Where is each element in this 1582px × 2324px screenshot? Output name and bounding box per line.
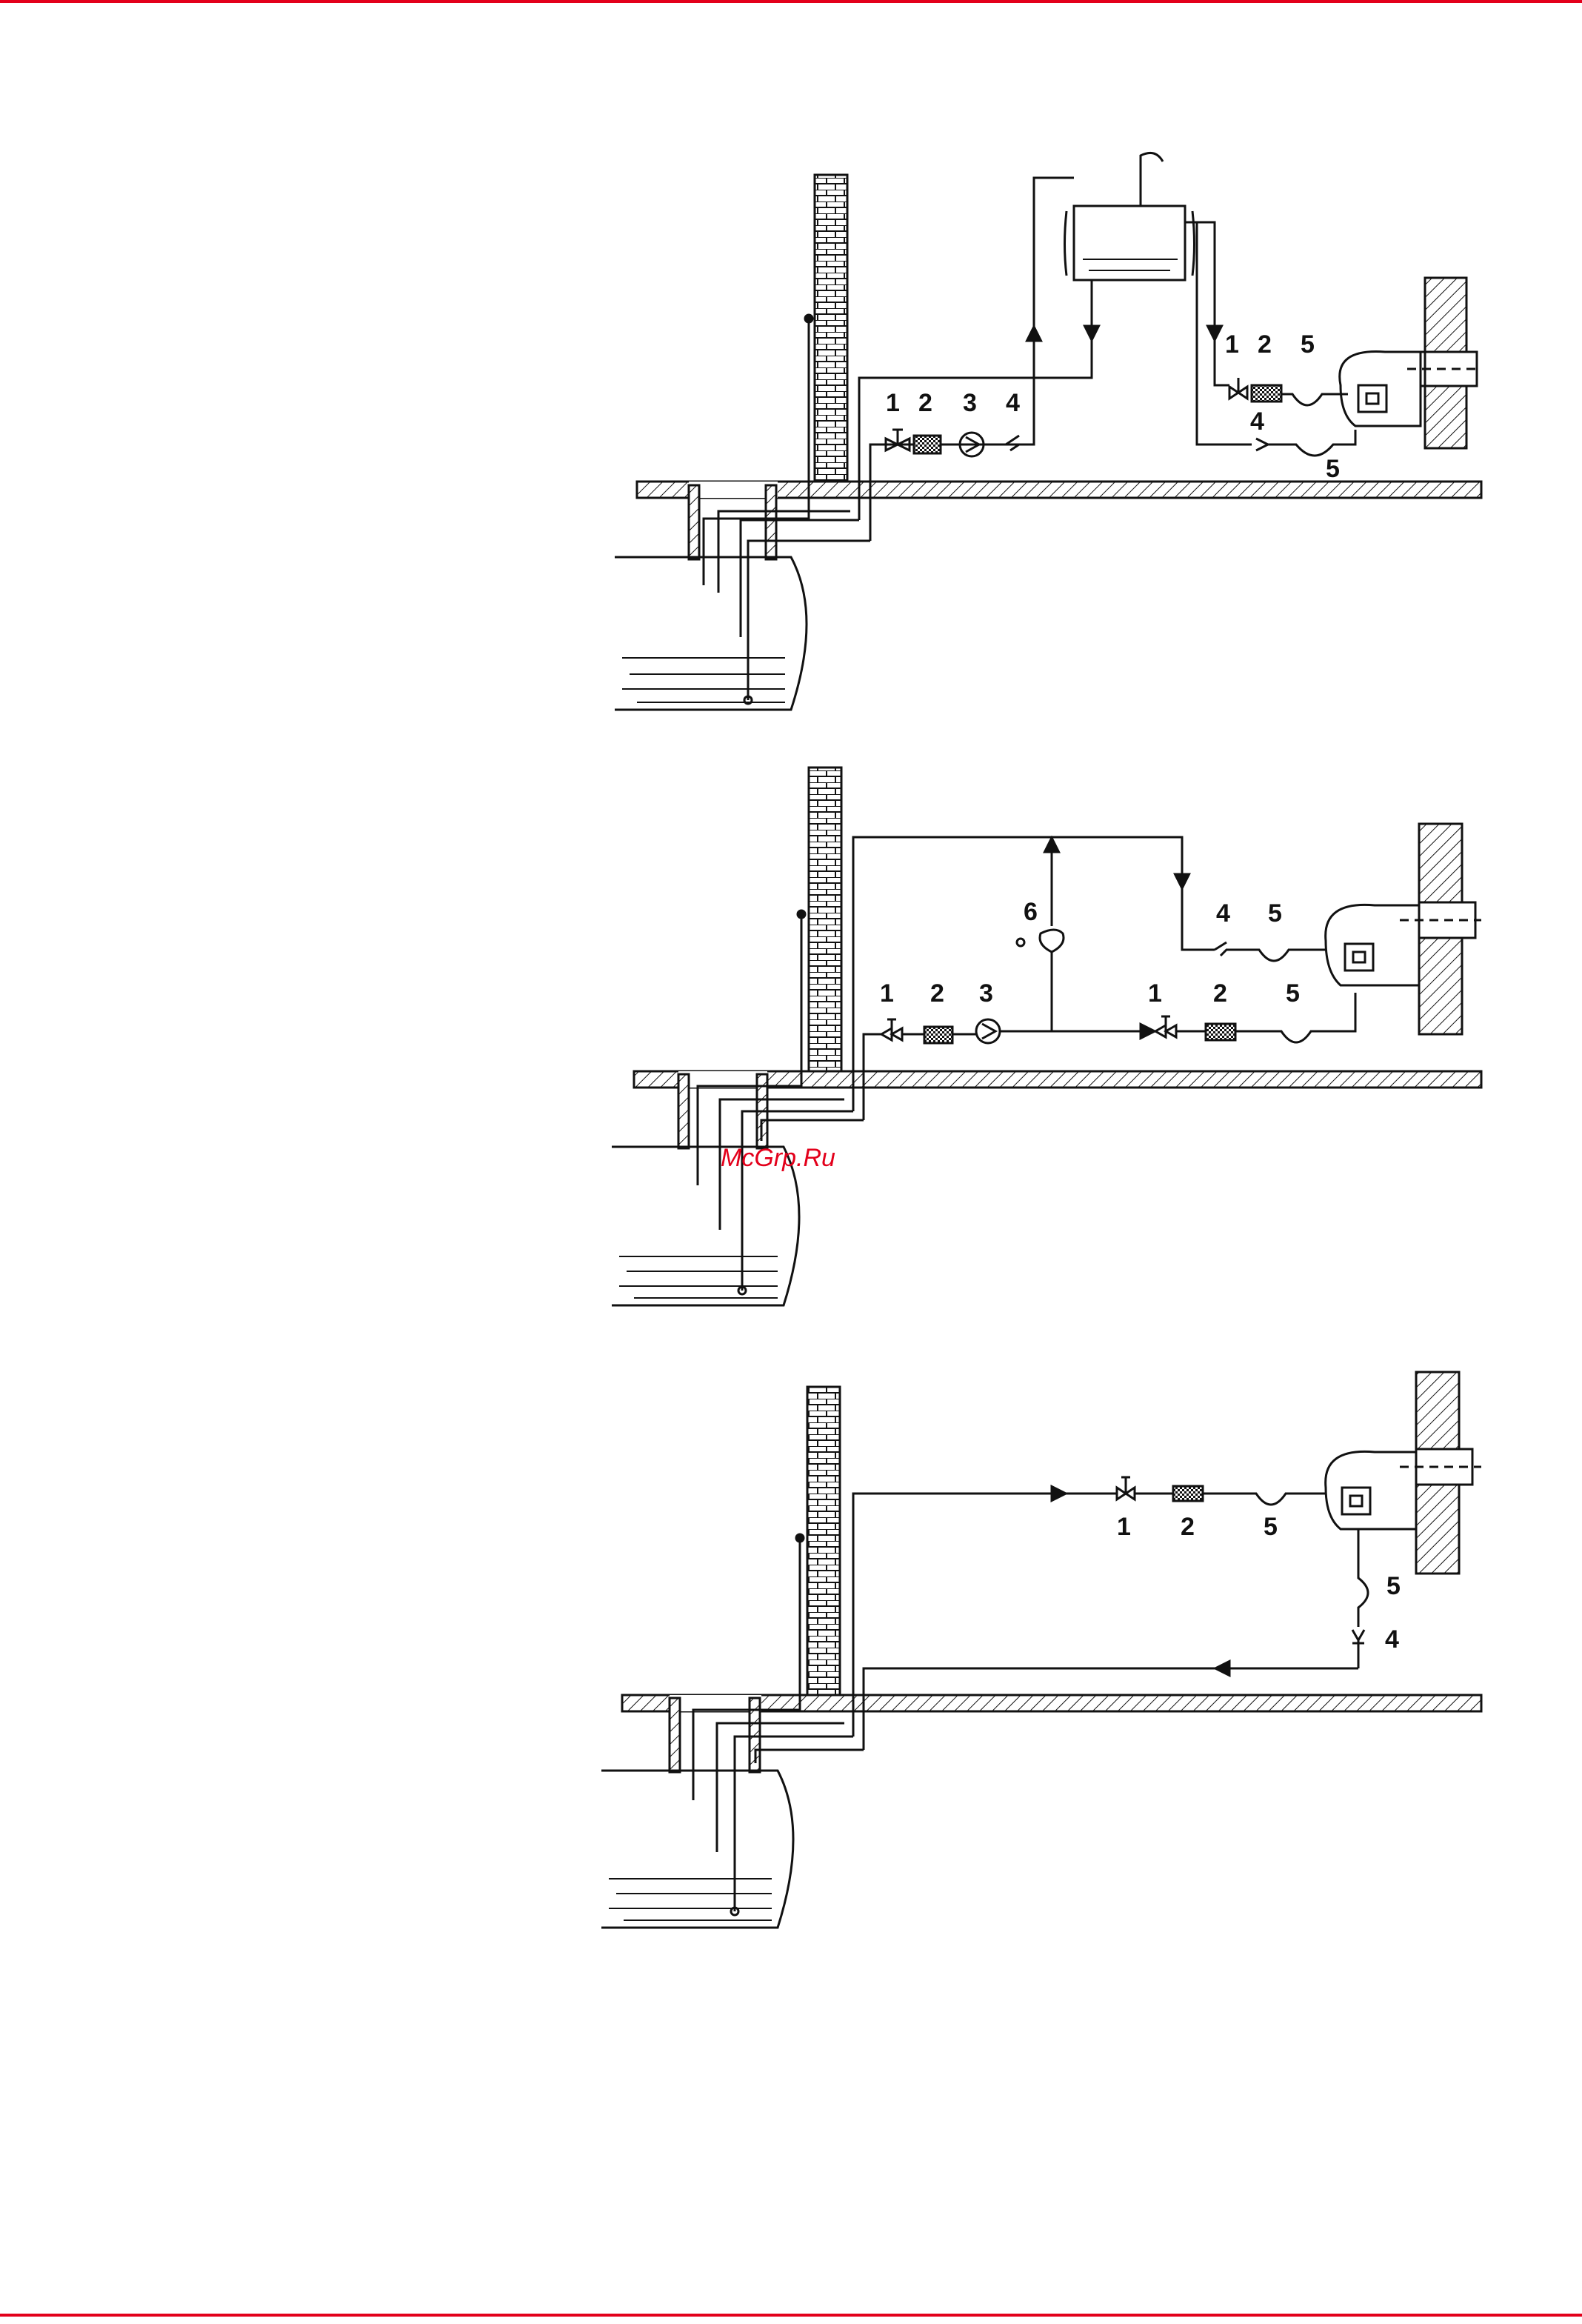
label-filter: 2 xyxy=(918,389,932,417)
label-filter-b: 2 xyxy=(1258,330,1272,359)
check-valve-icon xyxy=(1352,1630,1364,1668)
diagram-1-labels: 1 2 3 4 1 2 5 4 5 xyxy=(886,330,1340,483)
valve-b-icon xyxy=(1155,1016,1176,1037)
filter-b-icon xyxy=(1252,385,1281,402)
pit-wall-left xyxy=(670,1698,680,1772)
burner-motor xyxy=(1358,385,1386,412)
label-valve: 1 xyxy=(880,979,894,1008)
label-filter: 2 xyxy=(930,979,944,1008)
watermark: McGrp.Ru xyxy=(721,1144,835,1173)
label-pump: 3 xyxy=(979,979,993,1008)
label-check-valve: 4 xyxy=(1216,899,1230,928)
filter-b-icon xyxy=(1206,1024,1235,1040)
label-hose-a: 5 xyxy=(1268,899,1282,928)
chimney xyxy=(809,768,841,1079)
valve-icon xyxy=(1117,1477,1135,1499)
label-pump: 3 xyxy=(963,389,977,417)
underground-tank xyxy=(615,557,807,710)
burner-motor xyxy=(1342,1488,1370,1514)
check-valve-icon xyxy=(1215,942,1326,961)
pit-wall-left xyxy=(678,1074,689,1148)
underground-tank xyxy=(601,1771,793,1928)
check-valve-icon xyxy=(1006,436,1022,450)
label-valve: 1 xyxy=(886,389,900,417)
label-regulator: 6 xyxy=(1024,898,1038,926)
label-check-valve: 4 xyxy=(1006,389,1020,417)
label-valve: 1 xyxy=(1117,1513,1131,1541)
label-hose-a: 5 xyxy=(1264,1513,1278,1541)
burner-motor xyxy=(1345,944,1373,970)
label-hose-b: 5 xyxy=(1386,1572,1401,1600)
valve-icon xyxy=(881,1019,902,1040)
hose-a xyxy=(1203,1494,1326,1505)
valve-b-icon xyxy=(1229,378,1247,399)
burner-body xyxy=(1340,352,1421,426)
chimney xyxy=(815,175,847,486)
diagram-2-labels: 1 2 3 6 4 5 1 2 5 xyxy=(880,898,1300,1008)
filter-icon xyxy=(1173,1486,1203,1501)
diagram-1 xyxy=(615,153,1481,710)
diagram-3 xyxy=(601,1372,1481,1928)
label-hose-c: 5 xyxy=(1326,455,1340,483)
hose-b xyxy=(1281,394,1348,405)
pit-wall-left xyxy=(689,485,699,559)
chimney xyxy=(807,1387,840,1698)
filter-icon xyxy=(914,436,941,453)
pit-wall-right xyxy=(766,485,776,559)
valve-icon xyxy=(886,430,910,450)
label-valve-b: 1 xyxy=(1225,330,1239,359)
label-hose-b: 5 xyxy=(1301,330,1315,359)
hose-b xyxy=(1358,1529,1368,1627)
regulator-icon xyxy=(1040,930,1064,952)
tank-liquid xyxy=(622,658,785,702)
label-valve-b: 1 xyxy=(1148,979,1162,1008)
label-check-valve-b: 4 xyxy=(1250,407,1264,436)
diagram-2 xyxy=(612,768,1481,1305)
label-filter-b: 2 xyxy=(1213,979,1227,1008)
label-filter: 2 xyxy=(1181,1513,1195,1541)
day-tank xyxy=(1074,206,1185,280)
label-hose-b: 5 xyxy=(1286,979,1300,1008)
filter-icon xyxy=(924,1027,952,1043)
label-check-valve: 4 xyxy=(1385,1625,1399,1654)
